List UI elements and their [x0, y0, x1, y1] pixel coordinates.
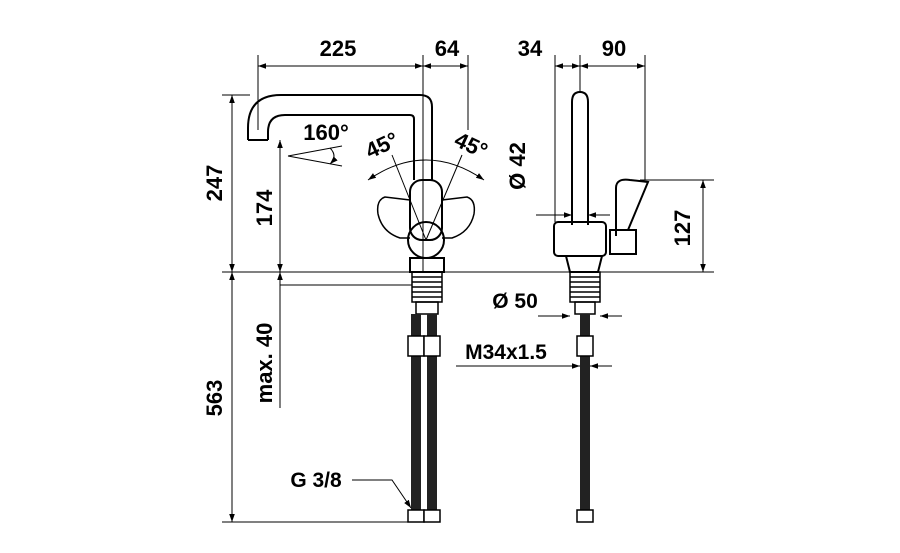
side-spout — [553, 90, 607, 273]
dim-lever-height: 127 — [670, 210, 695, 247]
dim-swivel-angle: 160° — [303, 120, 349, 145]
dimension-max-40 — [277, 272, 412, 408]
lever-angle-arc — [367, 154, 485, 241]
dim-thread: M34x1.5 — [465, 341, 547, 364]
side-supply-hose — [576, 314, 594, 523]
dimension-225-64 — [257, 55, 469, 272]
dim-base-diameter: Ø 50 — [492, 290, 538, 313]
dim-spout-diameter: Ø 42 — [505, 142, 530, 190]
front-mounting-thread — [411, 271, 443, 315]
front-supply-hoses — [407, 314, 441, 523]
side-lever — [609, 178, 650, 255]
dim-lever-angle-left: 45° — [361, 127, 402, 164]
dimension-563 — [222, 272, 410, 523]
dim-offset-right: 90 — [602, 36, 626, 61]
dim-total-height: 247 — [202, 165, 227, 202]
dimension-247 — [222, 94, 250, 272]
dim-hose-length: 563 — [202, 380, 227, 417]
dim-spout-height: 174 — [252, 189, 277, 226]
dim-hose-connection: G 3/8 — [290, 469, 342, 492]
front-view: 225 64 160° 45° 45° 247 174 — [202, 36, 540, 523]
side-mounting-thread — [569, 271, 601, 315]
hose-connection-leader — [352, 479, 412, 509]
dimension-34-90 — [554, 55, 646, 222]
dim-spout-to-center: 64 — [435, 36, 460, 61]
faucet-body — [376, 179, 476, 273]
dim-spout-reach: 225 — [320, 36, 357, 61]
faucet-spout — [247, 94, 433, 180]
swivel-angle-marker — [287, 145, 343, 167]
dimension-127 — [640, 179, 714, 272]
dim-max-counter-thickness: max. 40 — [252, 323, 277, 404]
side-view: 34 90 Ø 42 127 Ø 50 M34x1.5 — [456, 36, 714, 523]
dim-offset-left: 34 — [518, 36, 543, 61]
dim-lever-angle-right: 45° — [451, 127, 492, 164]
